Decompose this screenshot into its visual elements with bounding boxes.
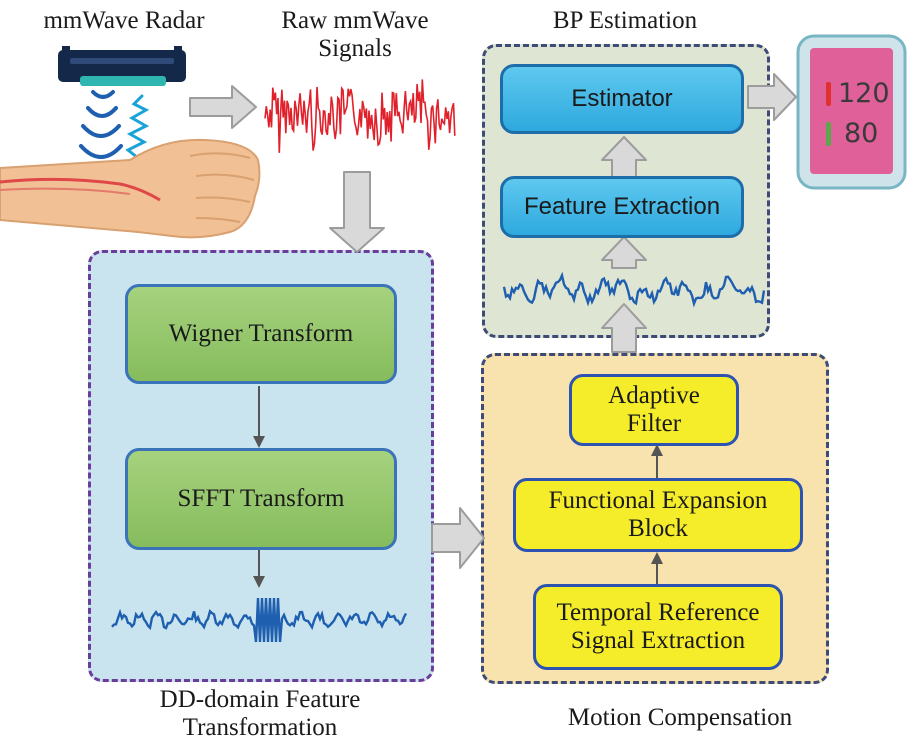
functional-expansion-box: Functional Expansion Block bbox=[513, 478, 803, 552]
radar-waves-icon bbox=[79, 90, 150, 160]
raw-mmwave-signal bbox=[264, 79, 456, 153]
functional-expansion-label-line2: Block bbox=[628, 515, 688, 542]
sfft-transform-box: SFFT Transform bbox=[125, 448, 397, 550]
systolic-reading: 120 bbox=[838, 78, 890, 109]
bp-monitor-icon bbox=[796, 34, 907, 190]
arrow-functional-to-adaptive bbox=[651, 444, 663, 478]
arrow-sfft-to-signal bbox=[253, 550, 265, 588]
arrow-temporal-to-functional bbox=[651, 552, 663, 584]
dd-domain-label-line1: DD-domain Feature bbox=[159, 686, 361, 713]
arrow-features-to-estimator bbox=[601, 136, 647, 179]
arrow-dd-to-motion bbox=[431, 507, 485, 569]
feature-extraction-box: Feature Extraction bbox=[500, 176, 744, 238]
temporal-reference-label-line2: Signal Extraction bbox=[570, 627, 746, 654]
wrist-arm-icon bbox=[0, 138, 261, 239]
estimator-label: Estimator bbox=[571, 85, 673, 112]
dd-domain-label-line2: Transformation bbox=[182, 714, 338, 741]
arrow-radar-to-signal bbox=[189, 85, 257, 129]
arrow-wigner-to-sfft bbox=[253, 386, 265, 448]
arrow-estimator-to-monitor bbox=[747, 73, 797, 121]
motion-compensation-label: Motion Compensation bbox=[567, 704, 793, 731]
adaptive-filter-box: Adaptive Filter bbox=[569, 374, 739, 446]
wigner-transform-label: Wigner Transform bbox=[168, 320, 354, 347]
temporal-reference-box: Temporal Reference Signal Extraction bbox=[533, 584, 783, 670]
estimator-box: Estimator bbox=[500, 64, 744, 134]
diastolic-reading: 80 bbox=[844, 118, 879, 149]
radar-device-icon bbox=[58, 46, 186, 86]
wigner-transform-box: Wigner Transform bbox=[125, 284, 397, 384]
feature-extraction-label: Feature Extraction bbox=[523, 193, 721, 220]
raw-signals-label-line2: Signals bbox=[318, 35, 392, 62]
arrow-signal-to-dd bbox=[329, 171, 385, 253]
raw-signals-label: Raw mmWave Signals bbox=[250, 7, 460, 63]
arrow-signal-to-features bbox=[601, 236, 647, 269]
sfft-transform-label: SFFT Transform bbox=[177, 485, 345, 512]
bp-estimation-label: BP Estimation bbox=[552, 7, 698, 34]
functional-expansion-label-line1: Functional Expansion bbox=[548, 487, 768, 514]
adaptive-filter-label-line2: Filter bbox=[626, 410, 682, 437]
raw-signals-label-line1: Raw mmWave bbox=[281, 7, 429, 34]
radar-label: mmWave Radar bbox=[43, 7, 205, 34]
dd-feature-signal bbox=[111, 597, 408, 643]
temporal-reference-label-line1: Temporal Reference bbox=[556, 599, 760, 626]
arrow-motion-to-bp bbox=[601, 303, 647, 353]
dd-domain-label: DD-domain Feature Transformation bbox=[130, 686, 390, 742]
bp-input-signal bbox=[502, 271, 766, 308]
adaptive-filter-label-line1: Adaptive bbox=[608, 382, 700, 409]
